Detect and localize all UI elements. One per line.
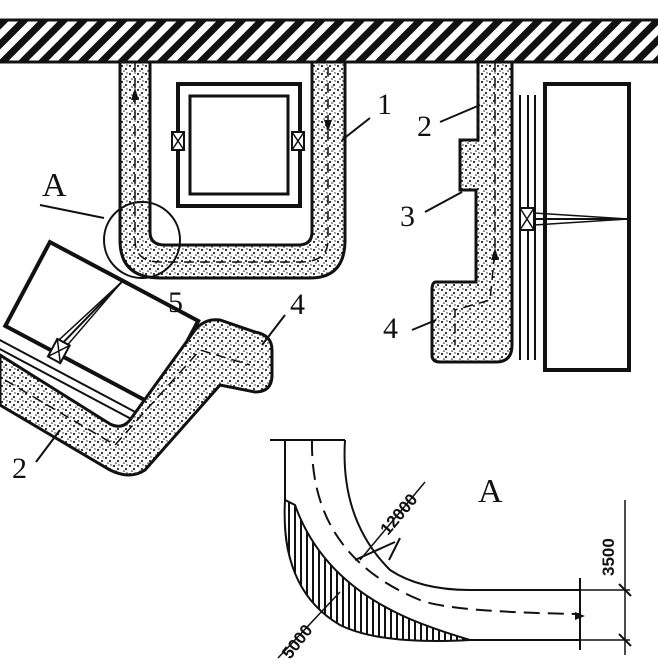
label-3: 3	[400, 200, 415, 233]
label-a-main: A	[42, 167, 67, 204]
dim-12000: 12000	[377, 490, 422, 538]
dim-3500: 3500	[599, 538, 618, 576]
building-center	[171, 82, 305, 208]
left-access-road	[0, 318, 274, 477]
label-5: 5	[168, 286, 183, 319]
right-access-road	[430, 60, 514, 364]
label-4-right: 4	[290, 288, 305, 321]
label-a-detail: A	[478, 473, 503, 510]
detail-a-drawing	[270, 439, 632, 659]
dim-5000: 5000	[278, 621, 316, 663]
label-2-left: 2	[12, 452, 27, 485]
label-1: 1	[377, 88, 392, 121]
label-4-left: 4	[383, 312, 398, 345]
label-2-top: 2	[417, 110, 432, 143]
building-right	[519, 82, 631, 372]
crane-icon	[171, 131, 185, 151]
leader-lines	[35, 104, 481, 463]
detail-circle	[39, 201, 181, 279]
main-road	[0, 18, 658, 64]
building-left	[0, 239, 201, 433]
crane-icon	[519, 207, 629, 231]
loop-road-1	[118, 60, 347, 280]
crane-icon	[46, 281, 123, 365]
crane-icon	[291, 131, 305, 151]
